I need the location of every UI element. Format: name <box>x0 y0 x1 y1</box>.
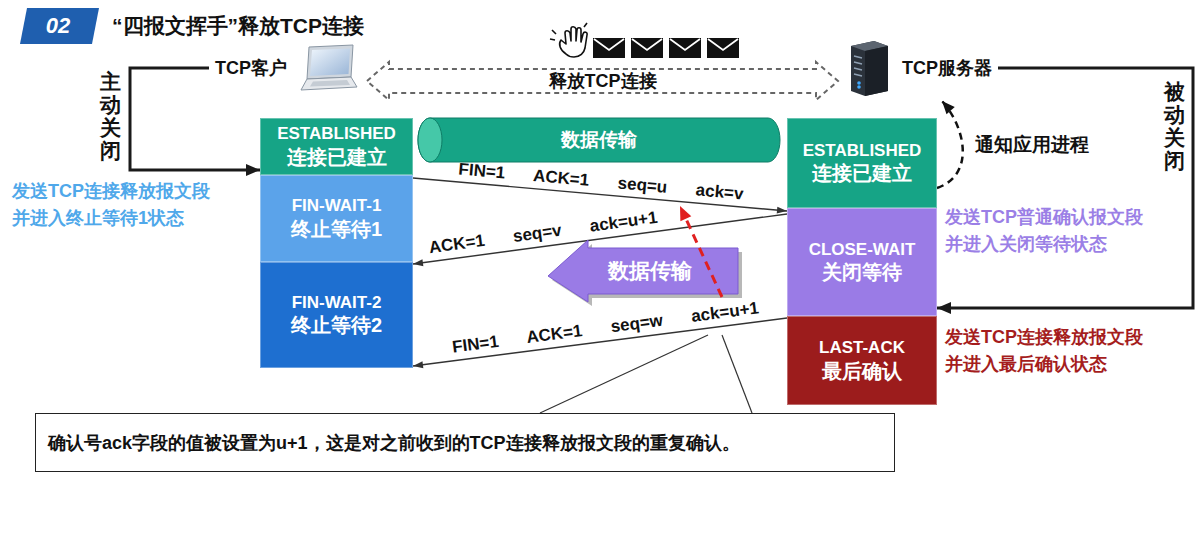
host-name: TCP服务器 <box>902 56 992 80</box>
host-name: TCP客户 <box>215 56 287 80</box>
arrow-head <box>413 361 423 368</box>
state-desc: 连接已建立 <box>812 161 912 186</box>
edge-label-holder: 主动关闭 <box>100 70 121 162</box>
icon-part <box>857 81 861 85</box>
band-text: 数据传输 <box>561 127 637 153</box>
envelope <box>631 38 663 58</box>
state-desc: 终止等待1 <box>291 217 382 242</box>
icon-part <box>857 85 861 89</box>
envelope-flap <box>632 39 662 50</box>
edge-label: 释放TCP连接 <box>545 71 661 91</box>
state-box: CLOSE-WAIT关闭等待 <box>787 208 937 316</box>
data-arrow: 数据传输 <box>548 240 738 302</box>
edge-label-holder: FIN=1 ACK=1 seq=u ack=v <box>458 159 745 204</box>
edge-label-holder: FIN=1 ACK=1 seq=w ack=u+1 <box>451 299 760 358</box>
envelope-flap <box>670 39 700 50</box>
message-label: FIN=1 ACK=1 seq=u ack=v <box>458 159 745 204</box>
connector-line <box>937 68 1193 308</box>
icon-part <box>301 77 357 90</box>
edge-label: 通知应用进程 <box>975 133 1089 157</box>
state-box: FIN-WAIT-2终止等待2 <box>260 262 413 368</box>
label-holder: 发送TCP普通确认报文段 并进入关闭等待状态 <box>945 204 1143 258</box>
band-cap <box>418 118 442 162</box>
envelope <box>669 38 701 58</box>
state-name: FIN-WAIT-1 <box>292 195 382 216</box>
reference-arrow-line <box>686 219 722 297</box>
state-box: LAST-ACK最后确认 <box>787 316 937 405</box>
title-holder: “四报文挥手”释放TCP连接 <box>112 11 364 41</box>
icon-part <box>865 46 888 96</box>
section-number: 02 <box>22 8 94 44</box>
edge-label-holder: 通知应用进程 <box>975 133 1089 157</box>
connector <box>937 68 1193 314</box>
edge-label-holder: 释放TCP连接 <box>545 71 661 91</box>
label-holder: 发送TCP连接释放报文段 并进入终止等待1状态 <box>12 178 210 232</box>
arrow-head <box>937 302 951 314</box>
envelope <box>707 38 739 58</box>
connector-curve <box>937 101 963 188</box>
edge-label-holder: 被动关闭 <box>1164 80 1185 172</box>
state-box: ESTABLISHED连接已建立 <box>787 118 937 208</box>
callout-text: 确认号ack字段的值被设置为u+1，这是对之前收到的TCP连接释放报文段的重复确… <box>48 431 740 455</box>
state-note: 发送TCP连接释放报文段 并进入终止等待1状态 <box>12 178 210 232</box>
leader-line <box>722 335 752 413</box>
server-icon <box>846 38 892 98</box>
message-label: FIN=1 ACK=1 seq=w ack=u+1 <box>451 299 760 358</box>
connector-line <box>130 68 260 170</box>
arrow-body <box>548 240 738 302</box>
icon-part <box>854 56 862 76</box>
state-desc: 终止等待2 <box>291 313 382 338</box>
icon-part <box>851 41 888 96</box>
state-note: 发送TCP普通确认报文段 并进入关闭等待状态 <box>945 204 1143 258</box>
envelope-icons <box>593 38 739 58</box>
data-band: 数据传输 <box>418 118 780 162</box>
reference-arrow-head <box>680 206 691 221</box>
hand-shape <box>560 27 588 57</box>
connector <box>130 68 260 176</box>
connector <box>937 101 963 188</box>
edge-label-vertical: 被动关闭 <box>1164 80 1185 172</box>
state-name: ESTABLISHED <box>277 123 396 144</box>
state-name: LAST-ACK <box>819 337 905 358</box>
laptop-icon <box>297 43 359 93</box>
state-name: CLOSE-WAIT <box>809 239 916 260</box>
hollow-double-arrow <box>367 62 838 100</box>
state-box: ESTABLISHED连接已建立 <box>260 118 413 175</box>
arrow-head <box>942 101 955 114</box>
envelope <box>593 38 625 58</box>
icon-part <box>310 80 350 87</box>
callout-box: 确认号ack字段的值被设置为u+1，这是对之前收到的TCP连接释放报文段的重复确… <box>35 413 895 472</box>
state-name: ESTABLISHED <box>803 140 922 161</box>
band-body <box>418 118 780 162</box>
icon-part <box>868 54 885 82</box>
state-desc: 关闭等待 <box>822 260 902 285</box>
state-desc: 连接已建立 <box>287 145 387 170</box>
arrow-head <box>413 259 423 266</box>
state-name: FIN-WAIT-2 <box>292 292 382 313</box>
label-holder: 发送TCP连接释放报文段 并进入最后确认状态 <box>945 324 1143 378</box>
title-badge <box>20 8 99 44</box>
wave-mark <box>550 23 587 40</box>
state-desc: 最后确认 <box>822 359 902 384</box>
edge-label-vertical: 主动关闭 <box>100 70 121 162</box>
client-host: TCP客户 <box>215 42 359 94</box>
arrow-head <box>777 207 787 214</box>
hand-icon <box>550 23 587 57</box>
state-box: FIN-WAIT-1终止等待1 <box>260 175 413 262</box>
arrow-text: 数据传输 <box>608 257 692 285</box>
connector <box>367 62 838 100</box>
envelope-flap <box>594 39 624 50</box>
arrow-head <box>246 164 260 176</box>
state-note: 发送TCP连接释放报文段 并进入最后确认状态 <box>945 324 1143 378</box>
icon-part <box>297 43 359 93</box>
server-host: TCP服务器 <box>846 38 992 98</box>
icon-part <box>846 38 892 98</box>
label-holder: 02 <box>22 8 94 44</box>
icon-part <box>310 49 350 77</box>
icon-part <box>307 45 353 79</box>
diagram-title: “四报文挥手”释放TCP连接 <box>112 11 364 41</box>
envelope-flap <box>708 39 738 50</box>
